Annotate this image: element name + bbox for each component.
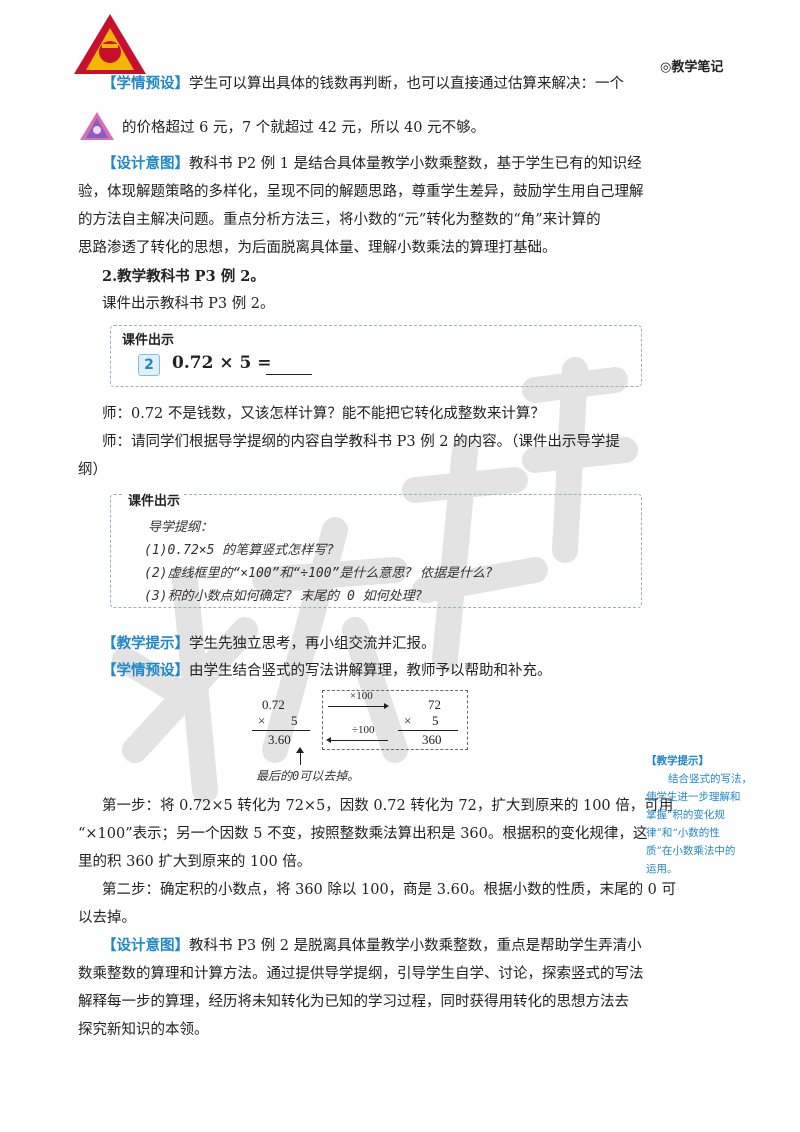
- side-tip-line: 律”和“小数的性: [646, 827, 720, 839]
- tag-prediction: 【学情预设】: [102, 76, 189, 92]
- mul100-label: ×100: [350, 690, 373, 702]
- courseware-label: 课件出示: [118, 329, 179, 348]
- tag-design: 【设计意图】: [102, 938, 189, 954]
- paragraph-design-2: 【设计意图】教科书 P3 例 2 是脱离具体量教学小数乘整数，重点是帮助学生弄清…: [102, 938, 642, 954]
- conversion-box: [322, 690, 468, 750]
- tag-tip: 【教学提示】: [102, 636, 189, 652]
- calc-result-2: 360: [422, 732, 442, 747]
- text-line: 思路渗透了转化的思想，为后面脱离具体量、理解小数乘法的算理打基础。: [78, 240, 557, 256]
- arrow-right-head: [384, 703, 389, 709]
- paragraph-prediction-1: 【学情预设】学生可以算出具体的钱数再判断，也可以直接通过估算来解决：一个: [102, 76, 624, 92]
- side-tip-line: 掌握“积的变化规: [646, 809, 725, 821]
- side-tip-line: 使学生进一步理解和: [646, 791, 741, 803]
- side-teaching-tip: 【教学提示】 结合竖式的写法， 使学生进一步理解和 掌握“积的变化规 律”和“小…: [646, 752, 766, 878]
- answer-blank: [266, 374, 312, 375]
- section-heading: 2.教学教科书 P3 例 2。: [102, 268, 265, 285]
- arrow-left-head: [326, 737, 331, 743]
- calc-factor-a: 0.72: [262, 697, 285, 712]
- text-line: 探究新知识的本领。: [78, 1022, 209, 1038]
- courseware-box-1: [110, 325, 642, 387]
- teacher-line-2: 师：请同学们根据导学提纲的内容自学教科书 P3 例 2 的内容。（课件出示导学提: [102, 434, 620, 450]
- side-tip-line: 质”在小数乘法中的: [646, 845, 736, 857]
- text-line: 验，体现解题策略的多样化，呈现不同的解题思路，尊重学生差异，鼓励学生用自己理解: [78, 184, 644, 200]
- teaching-tip: 【教学提示】学生先独立思考，再小组交流并汇报。: [102, 636, 436, 652]
- teacher-line-1: 师：0.72 不是钱数，又该怎样计算？能不能把它转化成整数来计算？: [102, 406, 545, 422]
- text-line: 里的积 360 扩大到原来的 100 倍。: [78, 854, 312, 870]
- step1-line1: 第一步：将 0.72×5 转化为 72×5，因数 0.72 转化为 72，扩大到…: [102, 798, 674, 814]
- notes-label: ◎教学笔记: [660, 60, 724, 75]
- calc-note: 最后的0可以去掉。: [256, 769, 360, 783]
- calc-times-sign-2: ×: [404, 713, 412, 728]
- guide-question-3: (3)积的小数点如何确定? 末尾的 0 如何处理?: [144, 589, 423, 604]
- text-line: “×100”表示；另一个因数 5 不变，按照整数乘法算出积是 360。根据积的变…: [78, 826, 648, 842]
- guide-title: 导学提纲：: [148, 520, 214, 535]
- section-sub: 课件出示教科书 P3 例 2。: [102, 296, 275, 312]
- item-icon: [80, 112, 114, 140]
- calc-factor-d: 5: [432, 713, 439, 728]
- text-line: 以去掉。: [78, 910, 136, 926]
- text-line: 解释每一步的算理，经历将未知转化为已知的学习过程，同时获得用转化的思想方法去: [78, 994, 629, 1010]
- calc-result: 3.60: [268, 732, 291, 747]
- div100-label: ÷100: [352, 724, 375, 736]
- tag-design: 【设计意图】: [102, 156, 189, 172]
- calc-factor-c: 72: [428, 697, 441, 712]
- text-line: 的方法自主解决问题。重点分析方法三，将小数的“元”转化为整数的“角”来计算的: [78, 212, 601, 228]
- side-tip-title: 【教学提示】: [646, 755, 709, 767]
- arrow-right: [328, 706, 386, 707]
- example-number-badge: 2: [138, 354, 160, 376]
- calc-rule-2: [398, 730, 458, 731]
- arrow-left: [330, 740, 388, 741]
- text-line: 纲）: [78, 462, 107, 478]
- paragraph-design-1: 【设计意图】教科书 P2 例 1 是结合具体量教学小数乘整数，基于学生已有的知识…: [102, 156, 642, 172]
- publisher-logo: [74, 14, 146, 74]
- step2-line1: 第二步：确定积的小数点，将 360 除以 100，商是 3.60。根据小数的性质…: [102, 882, 677, 898]
- calc-times-sign: ×: [258, 713, 266, 728]
- paragraph-prediction-2: 【学情预设】由学生结合竖式的写法讲解算理，教师予以帮助和补充。: [102, 663, 552, 679]
- side-tip-line: 运用。: [646, 863, 678, 875]
- text-line: 数乘整数的算理和计算方法。通过提供导学提纲，引导学生自学、讨论，探索竖式的写法: [78, 966, 644, 982]
- courseware-box-2: [110, 494, 642, 608]
- guide-question-2: (2)虚线框里的“×100”和“÷100”是什么意思? 依据是什么?: [144, 566, 493, 581]
- calc-factor-b: 5: [291, 713, 298, 728]
- courseware-label: 课件出示: [124, 490, 185, 509]
- example-expression: 0.72 × 5 =: [172, 353, 272, 373]
- arrow-up: [300, 751, 301, 765]
- guide-question-1: (1)0.72×5 的笔算竖式怎样写?: [144, 543, 335, 558]
- tag-prediction: 【学情预设】: [102, 663, 189, 679]
- calc-rule: [252, 730, 310, 731]
- side-tip-line: 结合竖式的写法，: [668, 773, 752, 785]
- paragraph-prediction-1b: 的价格超过 6 元，7 个就超过 42 元，所以 40 元不够。: [122, 120, 486, 136]
- arrow-up-head: [296, 747, 304, 753]
